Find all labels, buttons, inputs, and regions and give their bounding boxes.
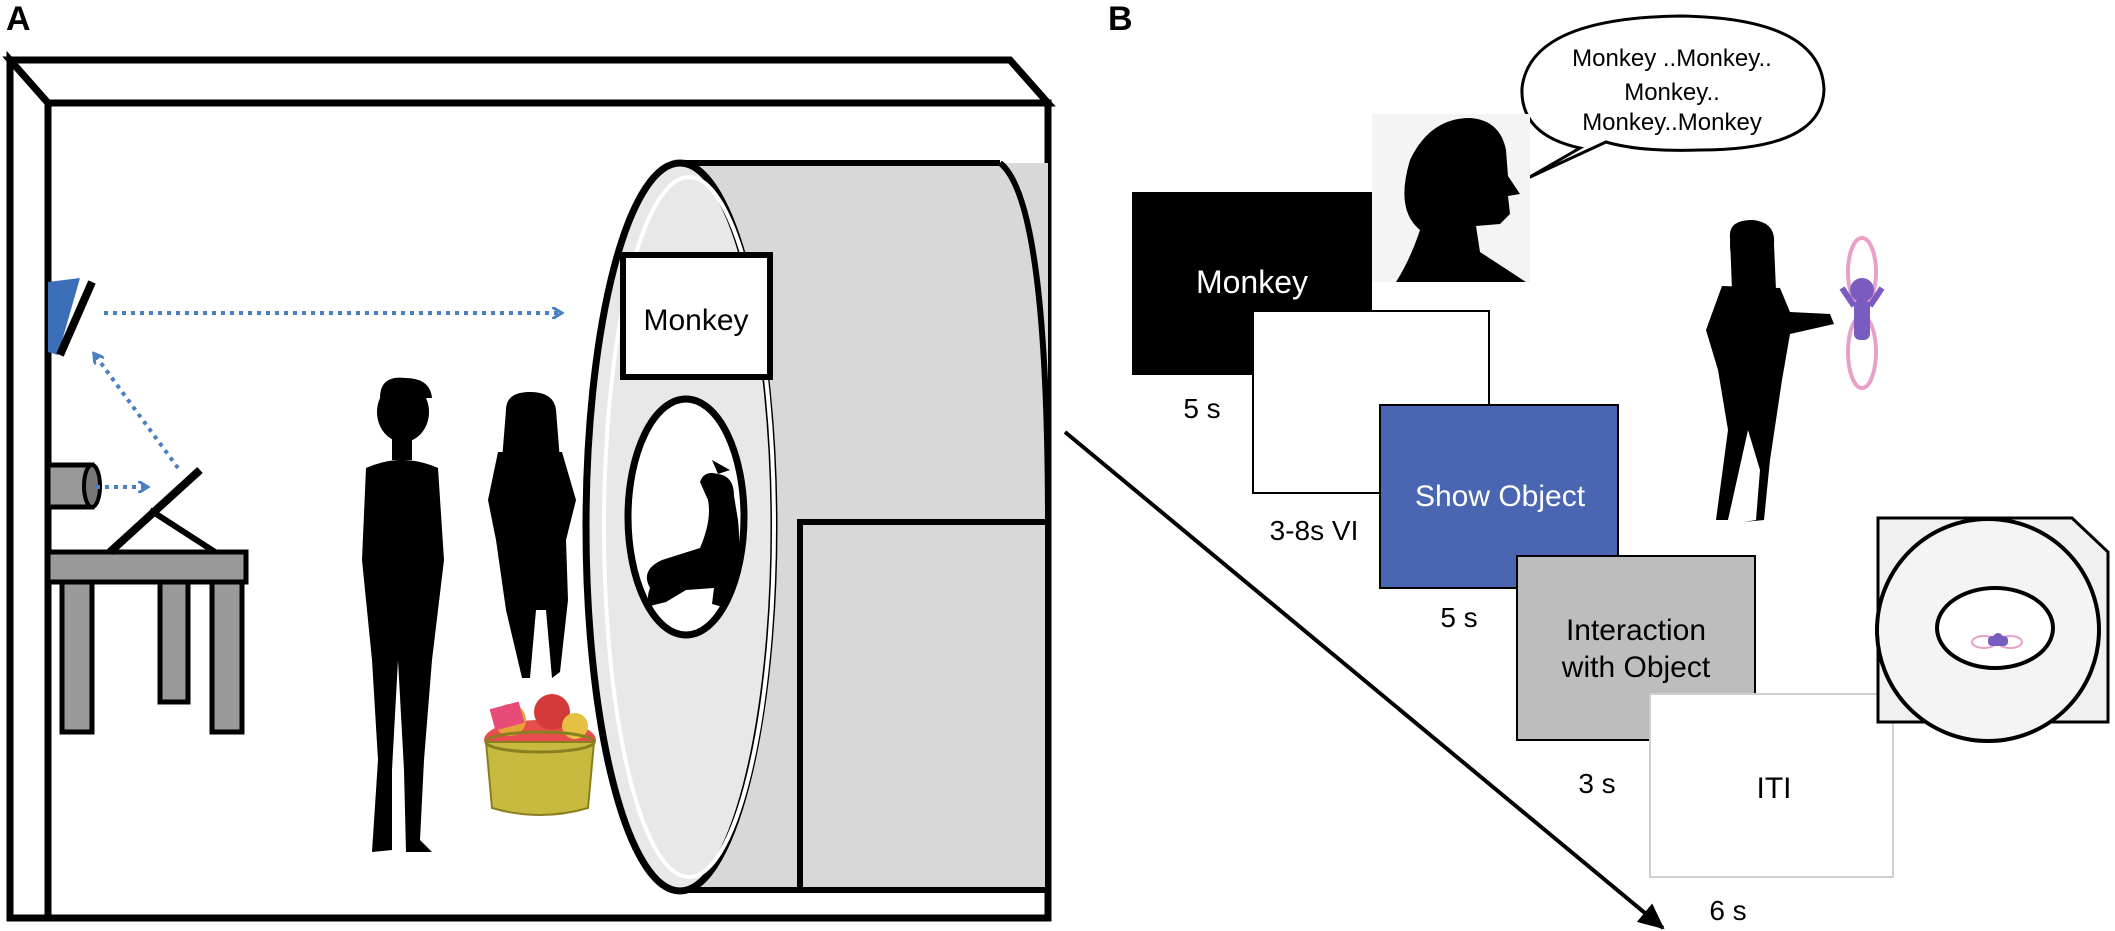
step-duration: 5 s xyxy=(1183,393,1220,424)
step-duration: 3 s xyxy=(1578,768,1615,799)
speech-line-3: Monkey..Monkey xyxy=(1582,109,1762,136)
toy-basket xyxy=(484,694,596,816)
step-duration: 3-8s VI xyxy=(1270,515,1359,546)
projection-arrows xyxy=(95,313,560,487)
projector xyxy=(45,462,102,510)
presenter-silhouette xyxy=(1706,220,1834,522)
step-label-line-2: with Object xyxy=(1561,651,1711,684)
step-label-line-1: Interaction xyxy=(1566,614,1706,647)
connector-arrow xyxy=(1063,430,1665,930)
step-duration: 6 s xyxy=(1709,895,1746,926)
panel-a-label: A xyxy=(6,0,31,38)
scanner-screen: Monkey xyxy=(620,252,773,380)
step-label: Show Object xyxy=(1415,480,1586,513)
trial-step-interaction: Interaction with Object xyxy=(1516,555,1756,741)
trial-step-iti: ITI xyxy=(1649,693,1894,878)
speech-bubble: Monkey ..Monkey.. Monkey.. Monkey..Monke… xyxy=(1520,14,1826,180)
mirror xyxy=(48,278,96,357)
toy-monkey xyxy=(1839,236,1885,390)
person-silhouette xyxy=(362,377,444,852)
speaker-head-silhouette xyxy=(1372,114,1530,282)
speech-line-2: Monkey.. xyxy=(1624,79,1720,106)
step-duration: 5 s xyxy=(1440,602,1477,633)
step-label: ITI xyxy=(1757,772,1792,805)
step-label: Monkey xyxy=(1196,264,1308,300)
table xyxy=(45,467,249,735)
panel-b-label: B xyxy=(1108,0,1133,38)
scanner-front-view xyxy=(1875,516,2110,743)
scanner-screen-word: Monkey xyxy=(643,304,748,337)
dog-silhouette xyxy=(646,460,740,608)
speech-line-1: Monkey ..Monkey.. xyxy=(1572,45,1772,72)
person-silhouette xyxy=(488,392,576,678)
